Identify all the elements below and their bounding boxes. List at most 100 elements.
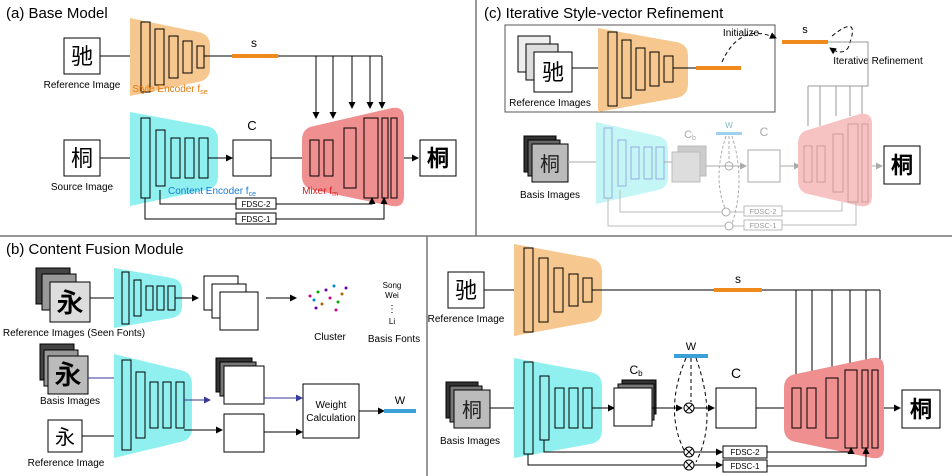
reference-glyph-c: 驰 [542, 61, 564, 86]
iterative-label-c: Iterative Refinement [833, 56, 923, 67]
reference-image-label-a: Reference Image [44, 80, 121, 91]
weight-calc-label-2: Calculation [306, 413, 355, 424]
reference-image-d [447, 271, 485, 309]
w-label-b: W [395, 395, 406, 407]
encoder-bottom-b [114, 354, 192, 458]
content-encoder-d [514, 358, 602, 458]
cb-stack-front-d [613, 387, 653, 427]
font-li: Li [389, 317, 395, 326]
mixer-c [798, 113, 872, 207]
cluster-scatter [308, 284, 348, 312]
w-dashed-c [718, 135, 740, 225]
mixer-layer [343, 127, 357, 189]
basis-glyph-b: 永 [55, 361, 81, 391]
basis-images-label-c: Basis Images [520, 190, 580, 201]
panel-c: (c) Iterative Style-vector Refinement 驰 … [484, 5, 923, 231]
cb-label-d: Cb [629, 363, 643, 378]
w-vector-b [384, 409, 416, 413]
fdsc1-label-d: FDSC-1 [731, 462, 760, 471]
style-vector-s-c [782, 40, 828, 44]
basis-stack-front-d [453, 389, 491, 429]
skip-out-1-a [276, 197, 388, 220]
panel-d: 驰 Reference Image s 桐 Basis Images [428, 244, 941, 473]
output-glyph-a: 桐 [427, 146, 449, 172]
reference-glyph-b: 永 [55, 425, 75, 449]
reference-glyph-d: 驰 [455, 279, 477, 304]
ce-layer-d [568, 387, 579, 429]
basis-images-label-d: Basis Images [440, 436, 500, 447]
style-encoder-label-a: Style Encoder fse [132, 84, 207, 96]
enc-layer-b [156, 285, 165, 311]
se-layer [196, 45, 205, 69]
output-image-d [901, 389, 941, 429]
output-image-a [419, 139, 457, 177]
seen-glyph-b: 永 [57, 289, 83, 319]
enc-layer-b [145, 285, 154, 311]
reference-image-a [63, 37, 101, 75]
iterative-arrow-c [829, 25, 853, 55]
mult-node-d [683, 402, 695, 414]
basis-stack-front-c [531, 143, 569, 183]
mult-node-d [683, 459, 695, 471]
seen-stack-front [49, 281, 91, 323]
se-layer [154, 28, 165, 86]
ce-layer-c [655, 146, 665, 180]
reference-image-label-b: Reference Image [28, 458, 105, 469]
w-label-c: W [725, 121, 733, 130]
s-branches-a [315, 56, 383, 118]
mixer-layer-c [803, 145, 813, 183]
mixer-layer [323, 139, 334, 177]
se-layer-c [621, 39, 632, 99]
enc2-layer-b [149, 381, 159, 429]
c-label-a: C [247, 118, 256, 133]
enc2-layer-b [121, 359, 132, 451]
se-layer [168, 35, 179, 79]
ce-layer-c [643, 146, 653, 180]
enc2-layer-b [135, 371, 146, 439]
panel-b: (b) Content Fusion Module 永 Reference Im… [3, 241, 420, 469]
reference-group-box-c [504, 24, 776, 113]
initialize-label-c: Initialize [723, 28, 760, 39]
content-encoder-label-a: Content Encoder fce [168, 186, 256, 198]
mixer-layer-c [861, 123, 869, 203]
output-glyph-d: 桐 [910, 397, 932, 423]
mixer-d [784, 357, 884, 459]
style-encoder-c [598, 28, 688, 112]
cluster-label-b: Cluster [314, 332, 346, 343]
skip-out-1-d [767, 447, 870, 467]
font-wei: Wei [385, 291, 399, 300]
font-song: Song [383, 281, 402, 290]
basis-images-label-b: Basis Images [40, 396, 100, 407]
s-branch-arrows-a [312, 100, 386, 119]
s-label-a: s [251, 36, 257, 50]
content-feature-c-d [715, 387, 757, 429]
c-label-d: C [731, 365, 741, 381]
s-label-d: s [735, 272, 741, 286]
c-label-c: C [760, 125, 769, 139]
output-image-c [883, 145, 921, 185]
weight-calc-box-b [302, 383, 360, 439]
se-layer [182, 40, 193, 74]
panel-a: (a) Base Model 驰 Reference Image Style E… [6, 5, 457, 225]
cb-stack-front-c [671, 151, 701, 183]
cb-label-c: Cb [684, 129, 696, 142]
mult-node-c [724, 221, 734, 231]
enc-layer-b [121, 271, 130, 325]
style-vector-s-d [714, 288, 762, 292]
ce-layer-c [617, 139, 627, 187]
w-vector-c [716, 132, 742, 135]
ref-stack-front-c [533, 51, 573, 93]
mixer-layer-d [806, 387, 817, 429]
w-dashed-d [674, 357, 708, 463]
basis-fonts-label-b: Basis Fonts [368, 334, 420, 345]
basis-glyph-d: 桐 [462, 398, 482, 422]
se-layer-d [538, 257, 549, 323]
fdsc1-label-c: FDSC-1 [749, 221, 776, 230]
basis-glyph-c: 桐 [540, 152, 560, 176]
content-encoder-c [596, 122, 668, 204]
content-feature-c-c [747, 149, 781, 183]
fdsc2-label-a: FDSC-2 [242, 200, 271, 209]
source-image-a [63, 139, 101, 177]
weight-calc-label-1: Weight [316, 400, 347, 411]
